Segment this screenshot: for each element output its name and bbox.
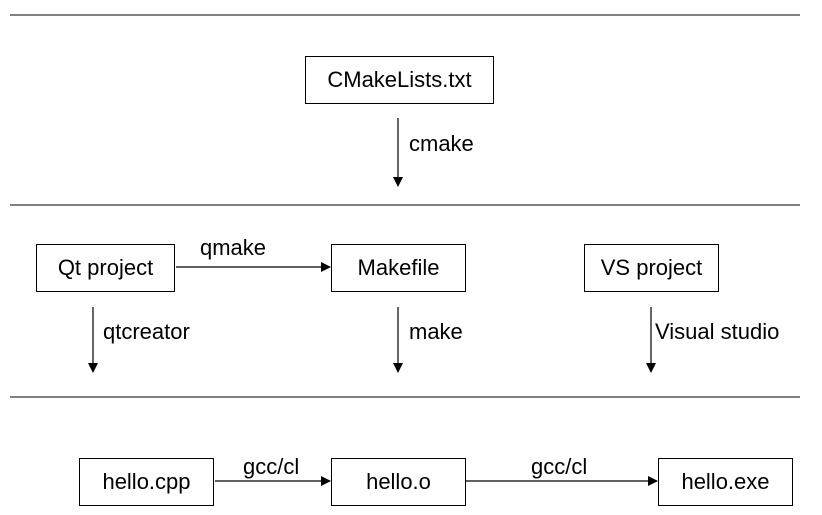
node-qt-project: Qt project	[36, 244, 175, 292]
edge-label-qtcreator: qtcreator	[103, 319, 190, 344]
node-vs-project: VS project	[584, 244, 719, 292]
edge-label-gcc-cl-1: gcc/cl	[243, 454, 300, 479]
edge-label-visual-studio: Visual studio	[655, 319, 780, 344]
node-hello-exe: hello.exe	[658, 458, 793, 506]
edge-label-qmake: qmake	[200, 235, 267, 260]
node-cmakelists: CMakeLists.txt	[305, 56, 494, 104]
edge-label-cmake: cmake	[409, 131, 474, 156]
edge-label-gcc-cl-2: gcc/cl	[531, 454, 588, 479]
node-makefile: Makefile	[331, 244, 466, 292]
edge-label-make: make	[409, 319, 463, 344]
node-hello-o: hello.o	[331, 458, 466, 506]
node-hello-cpp: hello.cpp	[79, 458, 214, 506]
